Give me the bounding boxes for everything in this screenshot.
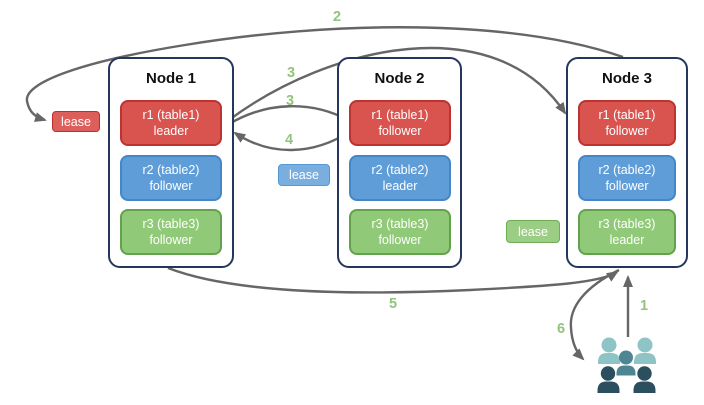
people-group-icon [597, 337, 656, 393]
replica-role: leader [382, 179, 418, 193]
replica-range: r2 (table2) [142, 162, 200, 177]
step-label-3b: 3 [285, 93, 295, 109]
replica-range: r3 (table3) [142, 216, 200, 231]
lease-badge-r1: lease [52, 111, 100, 132]
node-1-title: Node 1 [145, 70, 196, 87]
node-1-replica-r2: r2 (table2) follower [120, 155, 222, 201]
node-1-replica-r3: r3 (table3) follower [120, 209, 222, 255]
node-3-replica-r2: r2 (table2) follower [578, 155, 676, 201]
replica-range: r1 (table1) [371, 107, 429, 122]
node-2-replica-r2: r2 (table2) leader [349, 155, 451, 201]
replica-role: follower [149, 179, 193, 193]
node-2-title: Node 2 [374, 70, 425, 87]
replica-range: r2 (table2) [371, 162, 429, 177]
replica-role: follower [378, 124, 422, 138]
lease-badge-r3: lease [506, 220, 560, 243]
step-label-4: 4 [284, 132, 294, 148]
step-label-6: 6 [556, 321, 566, 337]
replica-role: follower [605, 124, 649, 138]
replica-role: leader [153, 124, 189, 138]
replica-role: follower [605, 179, 649, 193]
node-3-replica-r3: r3 (table3) leader [578, 209, 676, 255]
step-label-5: 5 [388, 296, 398, 312]
node-3-replica-r1: r1 (table1) follower [578, 100, 676, 146]
arrow-5-node1-to-node3 [167, 266, 619, 294]
step-label-2: 2 [332, 9, 342, 25]
replica-range: r2 (table2) [598, 162, 656, 177]
replica-range: r1 (table1) [142, 107, 200, 122]
replica-range: r3 (table3) [598, 216, 656, 231]
node-2-replica-r3: r3 (table3) follower [349, 209, 451, 255]
node-2: Node 2 r1 (table1) follower r2 (table2) … [337, 57, 462, 268]
arrow-6-node3-to-client [569, 268, 620, 361]
step-label-3a: 3 [286, 65, 296, 81]
node-3-title: Node 3 [601, 70, 652, 87]
replica-role: leader [609, 233, 645, 247]
replica-range: r3 (table3) [371, 216, 429, 231]
replica-role: follower [149, 233, 193, 247]
node-1: Node 1 r1 (table1) leader r2 (table2) fo… [108, 57, 234, 268]
node-1-replica-r1: r1 (table1) leader [120, 100, 222, 146]
node-3: Node 3 r1 (table1) follower r2 (table2) … [566, 57, 688, 268]
step-label-1: 1 [639, 298, 649, 314]
node-2-replica-r1: r1 (table1) follower [349, 100, 451, 146]
replica-range: r1 (table1) [598, 107, 656, 122]
replica-role: follower [378, 233, 422, 247]
lease-badge-r2: lease [278, 164, 330, 186]
